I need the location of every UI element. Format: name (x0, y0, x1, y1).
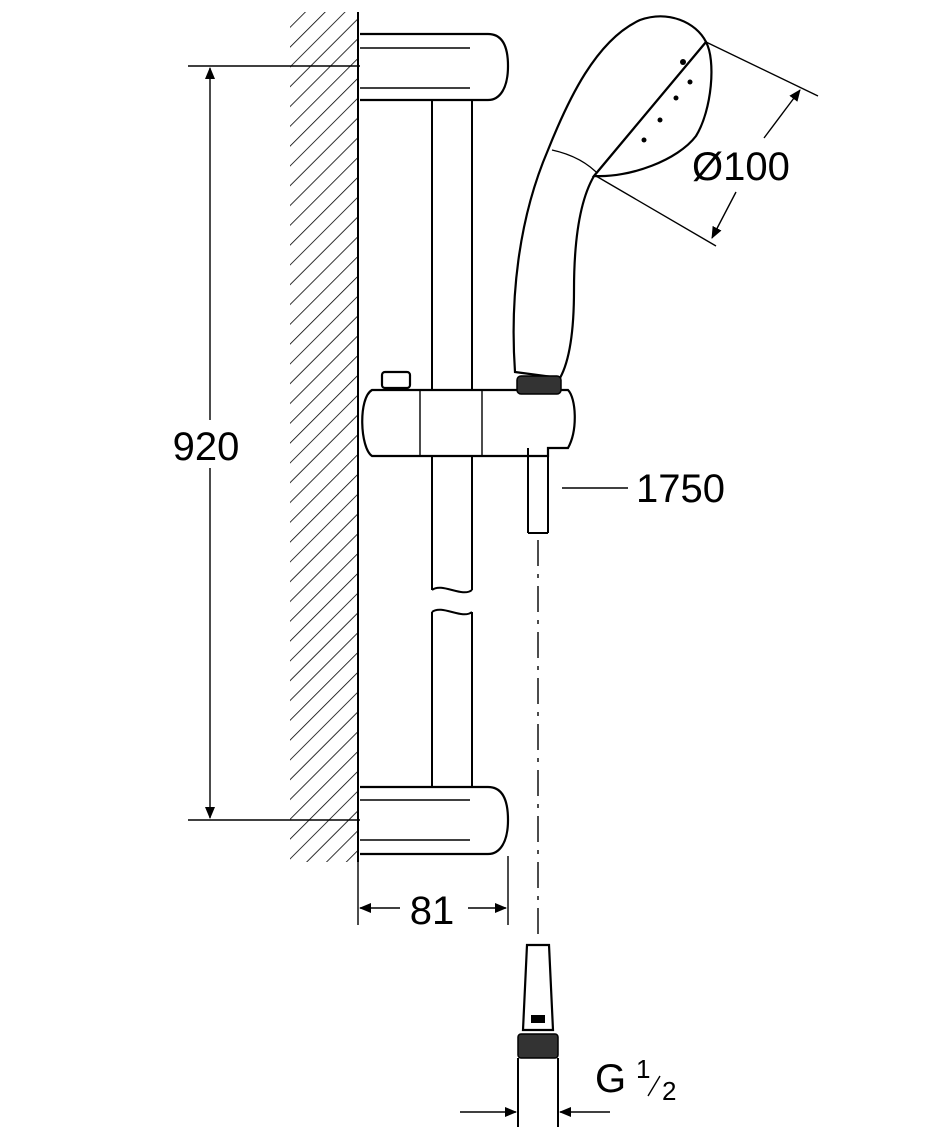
hose-length-dimension: 1750 (562, 467, 725, 511)
thread-dimension: G 1 2 (460, 1054, 676, 1117)
upper-bracket (360, 32, 510, 102)
slider (361, 370, 576, 458)
thread-label-numerator: 1 (636, 1054, 650, 1084)
head-diameter-label: Ø100 (692, 145, 790, 189)
thread-label-denominator: 2 (662, 1076, 676, 1106)
projection-dimension: 81 (357, 856, 509, 933)
head-diameter-dimension: Ø100 (595, 41, 819, 247)
hand-shower (512, 15, 713, 395)
hose (517, 448, 559, 1127)
height-dimension: 920 (173, 65, 360, 821)
wall (290, 12, 359, 862)
hose-length-label: 1750 (636, 467, 725, 511)
thread-label-g: G (595, 1057, 626, 1101)
lower-bracket (360, 785, 510, 856)
rail (431, 100, 473, 787)
height-dimension-label: 920 (173, 425, 240, 469)
projection-dimension-label: 81 (410, 889, 455, 933)
